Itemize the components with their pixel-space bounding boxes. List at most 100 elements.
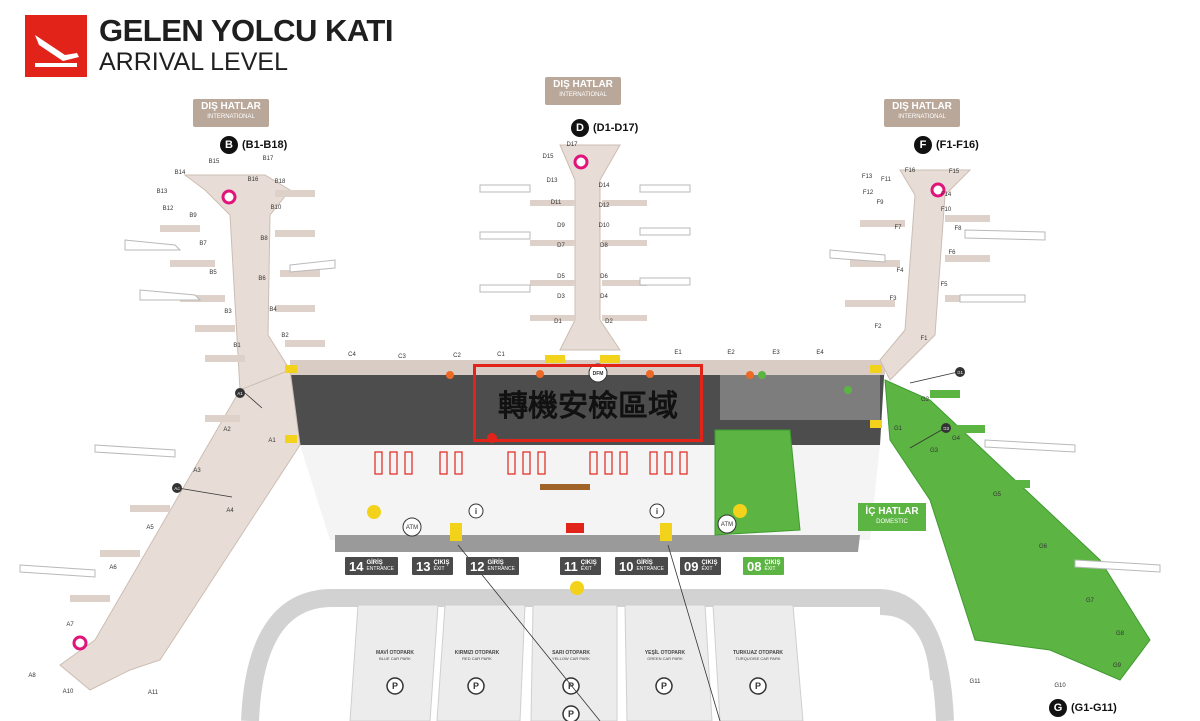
atm-label-1: ATM	[406, 525, 418, 531]
gate-label-g10: G10	[1054, 683, 1066, 689]
gate-marker-dot	[955, 367, 965, 377]
gate-marker-dot	[172, 483, 182, 493]
pier-letter: F	[914, 136, 932, 154]
gate-label-b3: B3	[224, 309, 232, 315]
gate-label-f14: F14	[941, 192, 952, 198]
gate-label-e4: E4	[816, 350, 824, 356]
gate-label-a11: A11	[148, 690, 159, 696]
aircraft	[19, 184, 1161, 578]
gate-label-f2: F2	[874, 324, 882, 330]
zone-sub: INTERNATIONAL	[559, 92, 607, 98]
gate-label-a6: A6	[109, 565, 117, 571]
parking-p-5: P	[755, 681, 761, 691]
gate-label-f6: F6	[948, 250, 956, 256]
gate-label-g3: G3	[930, 448, 939, 454]
zone-label-domestic: İÇ HATLAR DOMESTIC	[858, 503, 926, 531]
gate-label-f3: F3	[889, 296, 897, 302]
pier-range: (G1-G11)	[1071, 702, 1117, 714]
gate-label-f4: F4	[896, 268, 904, 274]
gate-label-d4: D4	[600, 294, 608, 300]
gate-label-c2: C2	[453, 353, 461, 359]
dfm-label: DFM	[593, 371, 604, 377]
gate-label-f1: F1	[920, 336, 928, 342]
parking-p-3: P	[568, 681, 574, 691]
baggage-carousels	[374, 451, 688, 475]
atm-label-2: ATM	[721, 522, 733, 528]
pier-range: (B1-B18)	[242, 139, 288, 151]
gate-marker-dot	[235, 388, 245, 398]
gate-label-d6: D6	[600, 274, 608, 280]
gate-label-d7: D7	[557, 243, 565, 249]
parking-buildings	[349, 604, 804, 721]
gate-label-g1: G1	[957, 370, 964, 375]
gate-label-d1: D1	[554, 319, 562, 325]
parking-p-6: P	[568, 709, 574, 719]
gate-label-d12: D12	[598, 203, 610, 209]
pier-range: (F1-F16)	[936, 139, 979, 151]
gate-label-g4: G4	[952, 436, 961, 442]
header: GELEN YOLCU KATI ARRIVAL LEVEL	[25, 15, 393, 77]
gate-label-g3: G3	[943, 426, 950, 431]
gate-marker-dot	[941, 423, 951, 433]
gate-label-f5: F5	[940, 282, 948, 288]
gate-label-e1: E1	[674, 350, 682, 356]
gate-label-b18: B18	[275, 179, 286, 185]
zone-title: DIŞ HATLAR	[201, 101, 261, 112]
gate-label-d10: D10	[598, 223, 610, 229]
parking-p-1: P	[392, 681, 398, 691]
gate-label-g7: G7	[1086, 598, 1095, 604]
gate-label-g9: G9	[1113, 663, 1122, 669]
gate-label-b2: B2	[281, 333, 289, 339]
gate-label-b10: B10	[271, 205, 282, 211]
gate-label-d14: D14	[598, 183, 610, 189]
gate-label-a10: A10	[63, 689, 74, 695]
gate-label-g11: G11	[970, 679, 982, 685]
transfer-security-area-highlight: 轉機安檢區域	[473, 364, 703, 442]
arrival-plane-icon	[25, 15, 87, 77]
gate-label-f16: F16	[905, 168, 916, 174]
counter	[540, 484, 590, 490]
pier-d	[559, 144, 621, 351]
gate-label-a5: A5	[146, 525, 154, 531]
parking-p-2: P	[473, 681, 479, 691]
gate-label-a8: A8	[28, 673, 36, 679]
gate-label-c1: C1	[497, 352, 505, 358]
gate-label-a1: A1	[237, 391, 243, 396]
roadways	[241, 589, 954, 721]
gate-label-d11: D11	[551, 200, 562, 206]
gate-label-b6: B6	[258, 276, 266, 282]
gate-label-b12: B12	[163, 206, 174, 212]
gate-label-d3: D3	[557, 294, 565, 300]
gate-label-e2: E2	[727, 350, 735, 356]
gate-label-g1: G1	[894, 426, 903, 432]
zone-sub: INTERNATIONAL	[207, 114, 255, 120]
pier-label-f: F (F1-F16)	[914, 136, 979, 154]
escalators	[285, 355, 882, 541]
zone-label-international-b: DIŞ HATLAR INTERNATIONAL	[193, 99, 269, 127]
zone-sub: DOMESTIC	[876, 519, 908, 525]
gate-label-a7: A7	[66, 622, 74, 628]
parking-p-4: P	[661, 681, 667, 691]
gate-label-a4: A4	[174, 486, 180, 491]
gate-label-b4: B4	[269, 307, 277, 313]
gate-label-g5: G5	[993, 492, 1002, 498]
zone-title: İÇ HATLAR	[865, 506, 919, 517]
gate-label-d2: D2	[605, 319, 613, 325]
gate-label-f11: F11	[881, 177, 892, 183]
gate-label-f13: F13	[862, 174, 873, 180]
gate-label-b9: B9	[189, 213, 197, 219]
gate-label-a2: A2	[223, 427, 231, 433]
gate-label-g2: G2	[921, 397, 930, 403]
pier-label-d: D(D1-D17)	[571, 119, 638, 137]
gate-label-f15: F15	[949, 169, 960, 175]
gate-label-f7: F7	[894, 225, 902, 231]
gate-label-d15: D15	[542, 154, 554, 160]
gate-label-f9: F9	[876, 200, 884, 206]
gate-label-b7: B7	[199, 241, 207, 247]
